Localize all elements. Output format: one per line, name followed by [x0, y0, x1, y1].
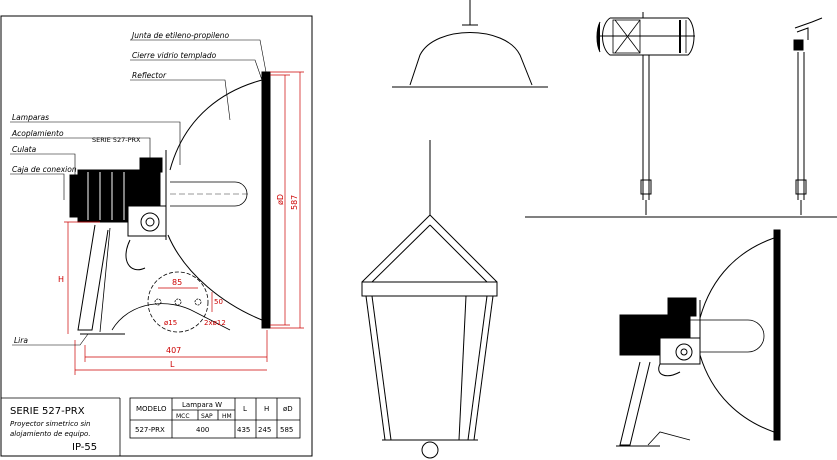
td-D: 585 [280, 426, 293, 434]
td-w: 400 [196, 426, 209, 434]
dim-587: 587 [290, 195, 299, 210]
label-junta: Junta de etileno-propileno [130, 31, 230, 40]
td-H: 245 [258, 426, 271, 434]
reflector-top-curve [169, 79, 263, 171]
label-lira: Lira [14, 336, 28, 345]
base-curve [111, 303, 231, 331]
label-lamparas: Lamparas [12, 113, 49, 122]
td-modelo: 527-PRX [135, 426, 165, 434]
projector-side-view-small [616, 229, 781, 447]
pole-view-front [596, 12, 695, 215]
th-modelo: MODELO [136, 405, 167, 413]
label-reflector: Reflector [132, 71, 167, 80]
dimension-lines [64, 71, 304, 375]
pivot-knob [140, 212, 160, 232]
th-hm: HM [222, 413, 232, 420]
lira-bracket [77, 224, 109, 331]
th-L: L [243, 405, 247, 413]
th-lampara: Lampara W [182, 401, 222, 409]
projector-side-view [69, 71, 271, 335]
th-D: øD [283, 405, 293, 413]
lantern-view [361, 140, 498, 459]
culata [69, 174, 83, 218]
pole-view-side [793, 17, 823, 215]
label-caja: Caja de conexion [12, 165, 77, 174]
dim-50: 50 [214, 298, 223, 306]
lira-inner [99, 227, 111, 333]
dim-85: 85 [172, 278, 182, 287]
td-L: 435 [237, 426, 250, 434]
cable-loop [125, 239, 146, 271]
th-H: H [264, 405, 269, 413]
dim-H: H [58, 275, 64, 284]
title-series: SERIE 527-PRX [10, 406, 85, 417]
pivot-knob-inner [145, 217, 155, 227]
label-acoplamiento: Acoplamiento [11, 129, 64, 138]
spec-table [129, 397, 301, 439]
label-culata: Culata [12, 145, 37, 154]
dim-407: 407 [166, 346, 181, 355]
title-ip: IP-55 [72, 442, 97, 453]
coupling [139, 157, 163, 173]
reflector-bottom-curve [167, 234, 263, 321]
label-cierre: Cierre vidrio templado [132, 51, 217, 60]
dim-holes: 2xø12 [204, 319, 226, 327]
glass-front [261, 71, 271, 329]
dim-phiD: øD [276, 194, 285, 205]
th-sap: SAP [201, 413, 213, 420]
sheet-frame [0, 15, 313, 457]
dim-L: L [170, 360, 175, 369]
title-line2: alojamiento de equipo. [10, 430, 91, 438]
th-mcc: MCC [176, 413, 190, 420]
dome-view [392, 0, 548, 88]
label-serie-tag: SERIE 527-PRX [92, 136, 141, 144]
dim-phi15: ø15 [164, 319, 177, 327]
base-hole-circle [147, 271, 209, 333]
title-line1: Proyector simetrico sin [10, 420, 90, 428]
leader-lines [10, 39, 267, 346]
